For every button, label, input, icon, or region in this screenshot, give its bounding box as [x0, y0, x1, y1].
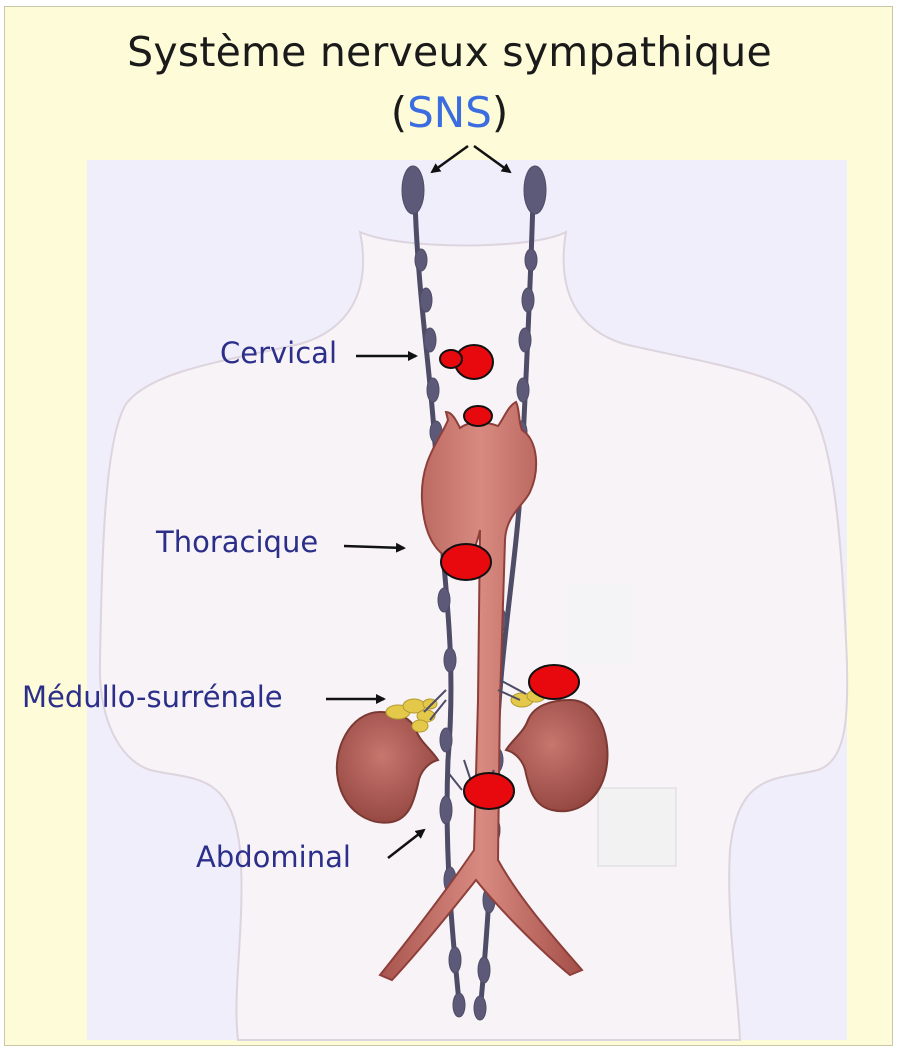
arrow-sns-right: [474, 146, 510, 172]
label-cervical: Cervical: [220, 336, 337, 370]
arrow-sns-left: [432, 146, 468, 172]
ganglion-adrenal: [529, 665, 579, 699]
mask-rect-lower: [598, 788, 676, 866]
ganglion-cervical-small: [440, 350, 462, 368]
ganglion-abdominal: [464, 773, 514, 809]
label-medullo-surrenale: Médullo-surrénale: [22, 680, 283, 714]
ganglion-cervical-lower: [464, 406, 492, 426]
mask-rect-upper: [568, 584, 632, 664]
ganglion-thoracic: [441, 544, 491, 580]
label-abdominal: Abdominal: [196, 840, 351, 874]
label-thoracique: Thoracique: [156, 525, 318, 559]
